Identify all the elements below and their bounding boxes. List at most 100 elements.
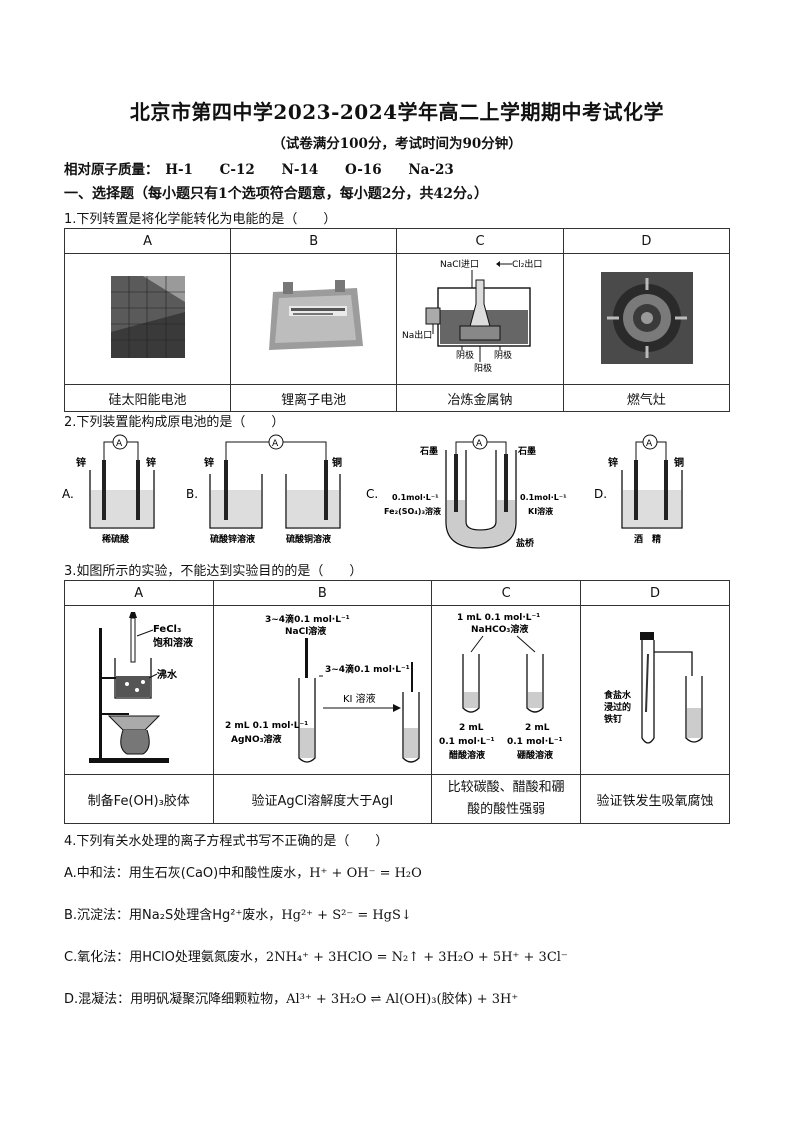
exam-subtitle: （试卷满分100分，考试时间为90分钟） xyxy=(272,136,522,152)
atomic-masses-label: 相对原子质量： xyxy=(64,162,159,178)
q2b-solution-right: 硫酸铜溶液 xyxy=(286,533,332,545)
q1-caption-a: 硅太阳能电池 xyxy=(63,384,232,412)
q3a-reagent: FeCl₃ xyxy=(153,624,181,635)
atom-n: N-14 xyxy=(281,162,319,178)
q4-option-b-text: B.沉淀法：用Na₂S处理含Hg²⁺废水， xyxy=(64,908,282,923)
atom-c: C-12 xyxy=(219,162,255,178)
q3a-boiling-water: 沸水 xyxy=(157,668,178,681)
atom-h: H-1 xyxy=(165,162,193,178)
q2c-right-electrode: 石墨 xyxy=(517,446,536,457)
q2c-salt-bridge: 盐桥 xyxy=(516,537,535,549)
q2b-left-electrode: 锌 xyxy=(204,456,214,469)
q2b-solution-left: 硫酸锌溶液 xyxy=(210,533,256,545)
cl2-outlet-label: Cl₂出口 xyxy=(512,258,542,270)
q2-cell-d: A 锌 铜 酒 精 xyxy=(608,434,684,545)
atom-na: Na-23 xyxy=(408,162,454,178)
q3c-top-solution: NaHCO₃溶液 xyxy=(471,623,529,635)
q2c-left-electrode: 石墨 xyxy=(419,446,438,457)
question-2-stem: 2.下列装置能构成原电池的是（ ） xyxy=(64,415,285,430)
cathode-label-right: 阴极 xyxy=(494,349,512,361)
section-heading: 一、选择题（每小题只有1个选项符合题意，每小题2分，共42分。） xyxy=(64,186,488,202)
sodium-electrolysis-diagram: NaCl进口 Cl₂出口 Na出口 阴极 阴极 阳极 xyxy=(402,258,542,374)
q1-image-b-cell xyxy=(230,253,398,385)
q4-option-a-text: A.中和法：用生石灰(CaO)中和酸性废水， xyxy=(64,866,310,881)
atom-o: O-16 xyxy=(344,162,382,178)
q3c-right-2: 0.1 mol·L⁻¹ xyxy=(507,737,563,747)
q1-image-d-cell xyxy=(562,253,731,385)
q3b-drop1: 3~4滴0.1 mol·L⁻¹ xyxy=(265,613,350,625)
q2b-right-electrode: 铜 xyxy=(332,456,342,469)
q3-caption-b: 验证AgCl溶解度大于AgI xyxy=(212,774,433,824)
q2d-left-electrode: 锌 xyxy=(608,456,618,469)
question-3-stem: 3.如图所示的实验，不能达到实验目的的是（ ） xyxy=(64,564,363,579)
question-2-diagrams: A. A 锌 锌 稀硫酸 B. A 锌 铜 硫酸锌溶液 硫酸铜溶液 C. A xyxy=(62,434,684,549)
q4-option-c-equation: 2NH₄⁺ + 3HClO = N₂↑ + 3H₂O + 5H⁺ + 3Cl⁻ xyxy=(265,950,568,965)
q3-caption-d: 验证铁发生吸氧腐蚀 xyxy=(580,774,730,824)
q1-image-c-cell: NaCl进口 Cl₂出口 Na出口 阴极 阴极 阳极 xyxy=(396,253,564,385)
q4-option-c-text: C.氧化法：用HClO处理氨氮废水， xyxy=(64,950,266,965)
q4-option-c: C.氧化法：用HClO处理氨氮废水，2NH₄⁺ + 3HClO = N₂↑ + … xyxy=(64,946,568,965)
q2a-right-electrode: 锌 xyxy=(146,456,156,469)
lithium-battery-photo xyxy=(268,280,363,350)
q4-option-b-equation: Hg²⁺ + S²⁻ = HgS↓ xyxy=(281,908,412,923)
q3-image-b-cell: 3~4滴0.1 mol·L⁻¹ NaCl溶液 3~4滴0.1 mol·L⁻¹ K… xyxy=(212,605,433,775)
q2-cell-b: A 锌 铜 硫酸锌溶液 硫酸铜溶液 xyxy=(204,434,342,545)
q4-option-a: A.中和法：用生石灰(CaO)中和酸性废水，H⁺ + OH⁻ = H₂O xyxy=(64,862,422,881)
q1-header-a: A xyxy=(63,228,232,254)
q3-header-c: C xyxy=(431,580,582,606)
q2-cell-a: A 锌 锌 稀硫酸 xyxy=(76,434,156,545)
iron-corrosion-setup: 食盐水 浸过的 铁钉 xyxy=(603,632,703,744)
q4-option-d: D.混凝法：用明矾凝聚沉降细颗粒物，Al³⁺ + 3H₂O ⇌ Al(OH)₃(… xyxy=(64,988,518,1007)
q3b-base: 2 mL 0.1 mol·L⁻¹ xyxy=(225,721,308,731)
q4-option-b: B.沉淀法：用Na₂S处理含Hg²⁺废水，Hg²⁺ + S²⁻ = HgS↓ xyxy=(64,904,412,923)
q2-option-b: B. xyxy=(186,487,198,501)
ammeter-a: A xyxy=(116,439,123,449)
q2a-solution: 稀硫酸 xyxy=(102,533,130,545)
q3-image-d-cell: 食盐水 浸过的 铁钉 xyxy=(580,605,730,775)
q4-option-d-text: D.混凝法：用明矾凝聚沉降细颗粒物， xyxy=(64,992,287,1007)
q2-cell-c: A 石墨 石墨 0.1mol·L⁻¹ Fe₂(SO₄)₃溶液 0.1mol·L⁻… xyxy=(384,434,567,549)
q3-image-a-cell: FeCl₃ 饱和溶液 沸水 xyxy=(64,605,214,775)
ammeter-c: A xyxy=(476,439,483,449)
atomic-masses: 相对原子质量： H-1 C-12 N-14 O-16 Na-23 xyxy=(64,158,476,178)
q3b-drop2: 3~4滴0.1 mol·L⁻¹ xyxy=(325,663,410,675)
fe-oh3-colloid-setup: FeCl₃ 饱和溶液 沸水 xyxy=(88,612,193,763)
q1-caption-d: 燃气灶 xyxy=(562,384,731,412)
q3c-top: 1 mL 0.1 mol·L⁻¹ xyxy=(457,613,540,623)
question-3-table: A B C D FeCl₃ 饱和溶液 沸水 xyxy=(64,580,730,824)
q3c-right-3: 硼酸溶液 xyxy=(516,749,554,761)
q3-header-d: D xyxy=(580,580,730,606)
q3d-label-2: 浸过的 xyxy=(604,701,631,713)
solar-panel-photo xyxy=(110,276,185,358)
q1-image-a-cell xyxy=(63,253,232,385)
q3c-left-3: 醋酸溶液 xyxy=(449,749,486,761)
q1-caption-c: 冶炼金属钠 xyxy=(396,384,564,412)
q2a-left-electrode: 锌 xyxy=(76,456,86,469)
q2c-right-conc: 0.1mol·L⁻¹ xyxy=(520,493,567,502)
q4-option-a-equation: H⁺ + OH⁻ = H₂O xyxy=(309,866,422,881)
q1-header-c: C xyxy=(396,228,564,254)
q2-option-c: C. xyxy=(366,487,378,501)
q2d-right-electrode: 铜 xyxy=(674,456,684,469)
ammeter-b: A xyxy=(272,439,279,449)
cathode-label-left: 阴极 xyxy=(456,349,474,361)
q3b-drop1-solution: NaCl溶液 xyxy=(285,625,327,637)
q2c-left-conc: 0.1mol·L⁻¹ xyxy=(392,493,439,502)
q3c-left-1: 2 mL xyxy=(459,723,484,733)
nacl-inlet-label: NaCl进口 xyxy=(440,259,479,270)
q1-caption-b: 锂离子电池 xyxy=(230,384,398,412)
acid-strength-setup: 1 mL 0.1 mol·L⁻¹ NaHCO₃溶液 2 mL 0.1 mol·L… xyxy=(439,613,563,761)
q2c-right-solution: KI溶液 xyxy=(528,506,553,516)
q3c-left-2: 0.1 mol·L⁻¹ xyxy=(439,737,495,747)
na-outlet-label: Na出口 xyxy=(402,329,432,341)
q2d-solution: 酒 精 xyxy=(634,533,661,545)
q3a-reagent-2: 饱和溶液 xyxy=(153,636,193,649)
q3-image-c-cell: 1 mL 0.1 mol·L⁻¹ NaHCO₃溶液 2 mL 0.1 mol·L… xyxy=(431,605,582,775)
q3-header-b: B xyxy=(212,580,433,606)
q2-option-a: A. xyxy=(62,487,74,501)
q3b-base-solution: AgNO₃溶液 xyxy=(231,733,283,745)
q3d-label-3: 铁钉 xyxy=(604,713,622,725)
q3-caption-a: 制备Fe(OH)₃胶体 xyxy=(64,774,214,824)
q3-header-a: A xyxy=(64,580,214,606)
q3d-label-1: 食盐水 xyxy=(603,689,632,701)
